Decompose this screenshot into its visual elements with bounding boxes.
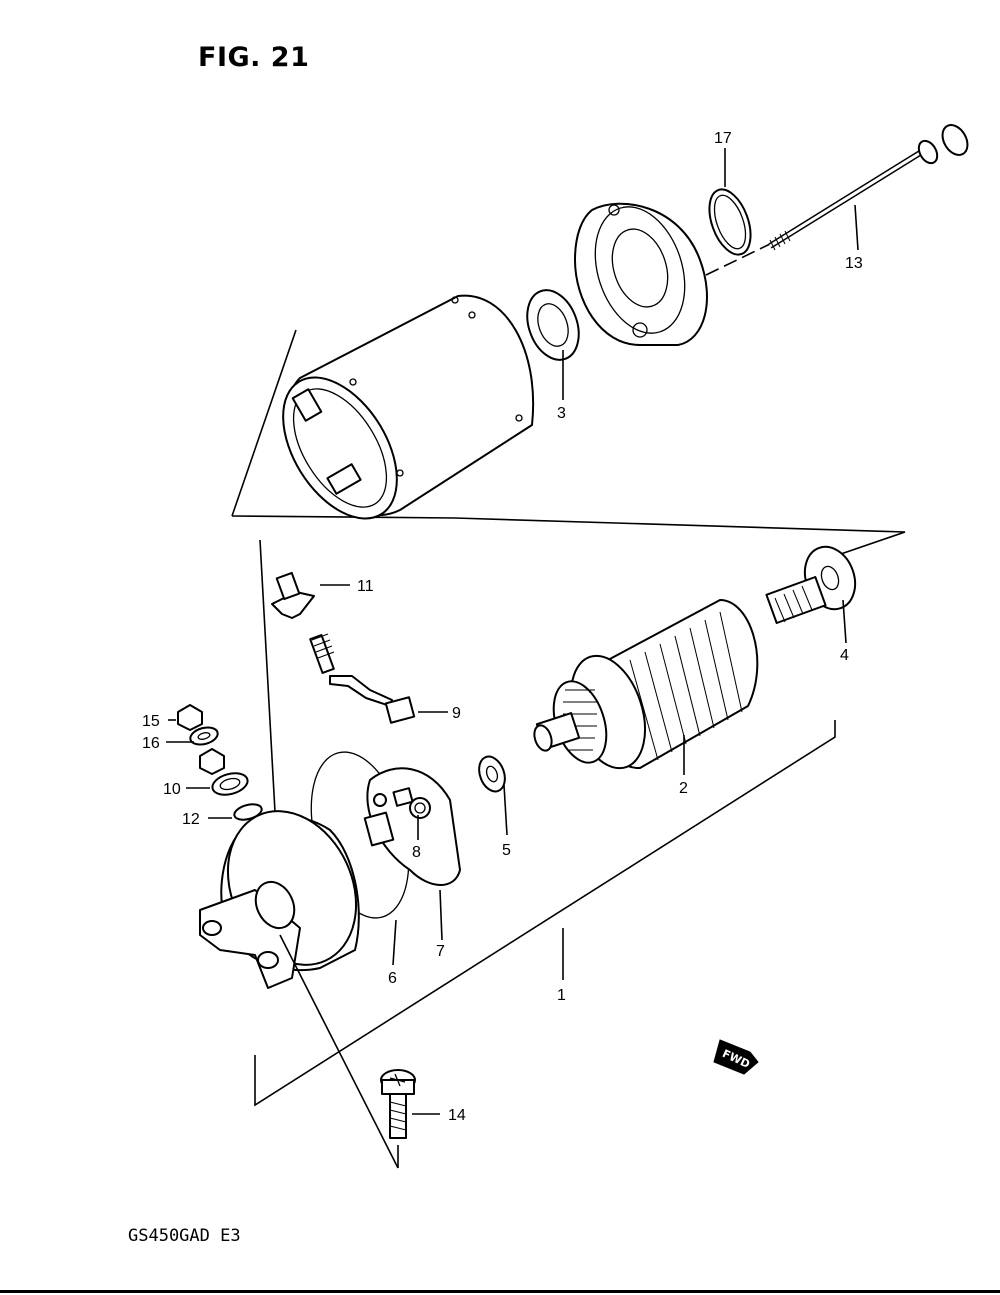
- callout-13: 13: [845, 255, 863, 272]
- callout-12: 12: [182, 811, 200, 828]
- callout-17: 17: [714, 130, 732, 147]
- through-bolt-part: [768, 124, 969, 251]
- callout-6: 6: [388, 970, 397, 987]
- callout-10: 10: [163, 781, 181, 798]
- mounting-bolt-part: [380, 1069, 440, 1168]
- callout-8: 8: [412, 844, 421, 861]
- figure-title: FIG. 21: [198, 42, 310, 73]
- callout-14: 14: [448, 1107, 466, 1124]
- model-code: GS450GAD E3: [128, 1226, 241, 1246]
- front-housing-part: [199, 810, 399, 1169]
- oil-seal-part: [526, 289, 580, 400]
- callout-16: 16: [142, 735, 160, 752]
- callout-3: 3: [557, 405, 566, 422]
- brush-holder-part: [310, 751, 461, 966]
- callout-2: 2: [679, 780, 688, 797]
- callout-4: 4: [840, 647, 849, 664]
- o-ring-17-part: [708, 148, 752, 256]
- end-housing-part: [574, 202, 771, 346]
- callout-labels: 1 2 3 4 5 6 7 8 9 10 11 12 13 14 15 16 1…: [142, 130, 863, 1124]
- washer-5-part: [478, 755, 508, 836]
- callout-15: 15: [142, 713, 160, 730]
- callout-5: 5: [502, 842, 511, 859]
- fwd-direction-badge: FWD: [713, 1039, 759, 1075]
- group-outline: [231, 329, 906, 1107]
- terminal-hardware-part: [166, 704, 263, 821]
- callout-11: 11: [357, 578, 374, 595]
- bottom-rule: [0, 1290, 1000, 1293]
- callout-7: 7: [436, 943, 445, 960]
- brush-terminal-part: [309, 633, 448, 724]
- armature-part: [533, 576, 827, 775]
- insulator-part: [271, 571, 350, 619]
- callout-9: 9: [452, 705, 461, 722]
- motor-yoke-part: [282, 294, 535, 520]
- callout-1: 1: [557, 987, 566, 1004]
